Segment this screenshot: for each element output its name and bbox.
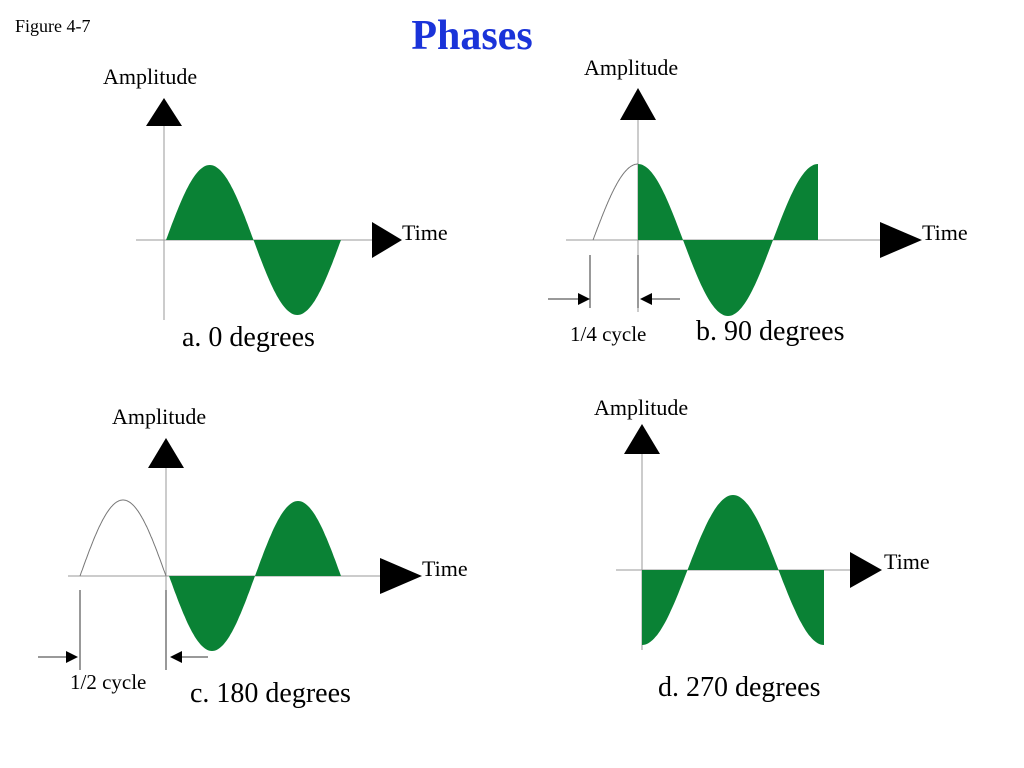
amplitude-arrow-icon (146, 98, 182, 126)
offset-label: 1/2 cycle (70, 670, 146, 694)
sine-wave (166, 165, 341, 315)
time-arrow-icon (850, 552, 882, 588)
offset-label: 1/4 cycle (570, 322, 646, 346)
page-title: Phases (411, 13, 533, 59)
sine-wave (169, 501, 341, 651)
time-arrow-icon (372, 222, 402, 258)
panel-caption: c. 180 degrees (190, 678, 351, 709)
time-arrow-icon (380, 558, 422, 594)
time-label: Time (884, 549, 930, 574)
amplitude-label: Amplitude (594, 395, 688, 420)
time-label: Time (422, 556, 468, 581)
panel-180-degrees: Amplitude Time 1/2 cycle c. 180 degrees (38, 404, 468, 709)
amplitude-arrow-icon (148, 438, 184, 468)
panel-270-degrees: Amplitude Time d. 270 degrees (594, 395, 930, 703)
sine-wave (642, 495, 824, 645)
amplitude-arrow-icon (624, 424, 660, 454)
amplitude-arrow-icon (620, 88, 656, 120)
amplitude-label: Amplitude (584, 55, 678, 80)
sine-wave (638, 164, 818, 316)
offset-arrow-left-icon (640, 293, 652, 305)
time-label: Time (402, 220, 448, 245)
panel-90-degrees: Amplitude Time 1/4 cycle b. 90 degrees (548, 55, 968, 347)
hidden-half-cycle (79, 499, 167, 577)
offset-arrow-right-icon (66, 651, 78, 663)
time-label: Time (922, 220, 968, 245)
panel-caption: d. 270 degrees (658, 672, 821, 703)
amplitude-label: Amplitude (112, 404, 206, 429)
panel-0-degrees: Amplitude Time a. 0 degrees (103, 64, 448, 353)
time-arrow-icon (880, 222, 922, 258)
hidden-quarter-cycle (592, 163, 638, 241)
offset-arrow-left-icon (170, 651, 182, 663)
offset-arrow-right-icon (578, 293, 590, 305)
figure-label: Figure 4-7 (15, 16, 91, 36)
panel-caption: b. 90 degrees (696, 316, 845, 347)
panel-caption: a. 0 degrees (182, 322, 315, 353)
amplitude-label: Amplitude (103, 64, 197, 89)
